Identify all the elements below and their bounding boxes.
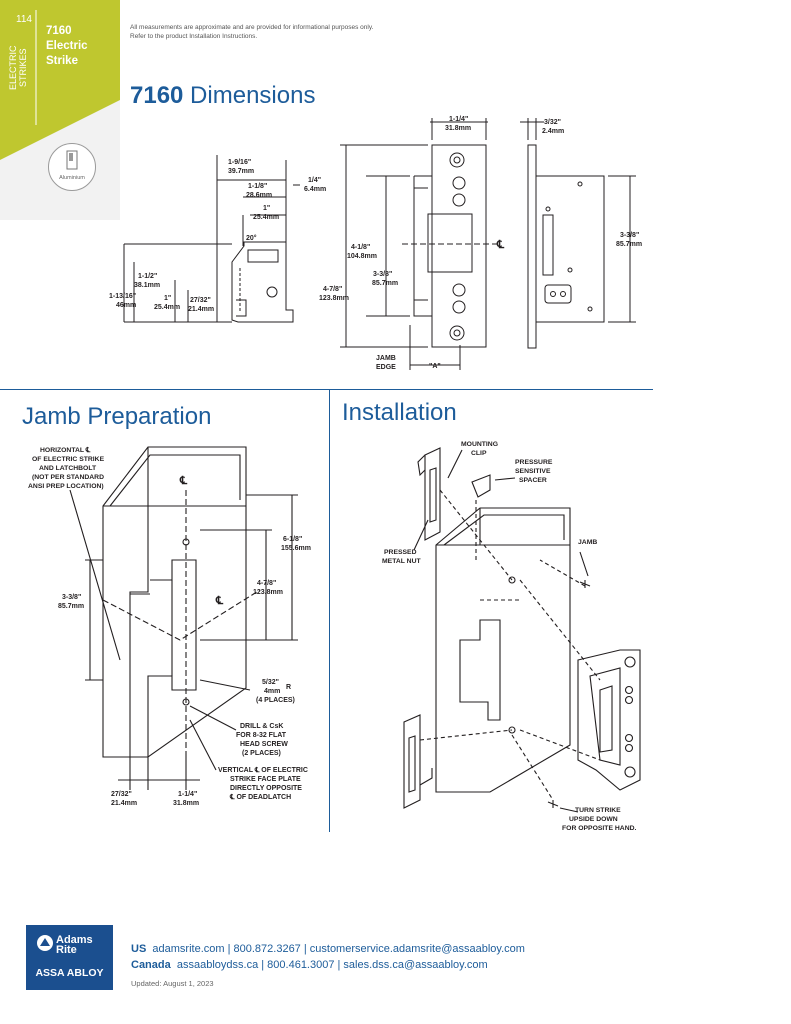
page-number: 114 <box>16 14 32 25</box>
side-lip-mm: 6.4mm <box>304 186 326 193</box>
back-height-mm: 85.7mm <box>616 241 642 248</box>
radius-places: (4 PLACES) <box>256 697 295 704</box>
spacer-1: PRESSURE <box>515 459 553 466</box>
jamb-edge-1: JAMB <box>376 355 396 362</box>
jamb-prep-title: Jamb Preparation <box>22 403 212 430</box>
side-total-mm: 46mm <box>116 302 136 309</box>
brand-name: Adams Rite <box>56 934 93 956</box>
vertical-note-1: VERTICAL ℄ OF ELECTRIC <box>218 766 308 774</box>
jamb-prep-drawing: HORIZONTAL ℄ OF ELECTRIC STRIKE AND LATC… <box>28 446 311 807</box>
vertical-note-2: STRIKE FACE PLATE <box>230 776 301 783</box>
mounting-clip-2: CLIP <box>471 450 487 457</box>
jamb-centerline-top: ℄ <box>179 475 188 487</box>
jamb-centerline-mid: ℄ <box>215 595 224 607</box>
section-divider-horizontal <box>0 389 653 390</box>
side-h3-mm: 21.4mm <box>188 306 214 313</box>
metal-nut-1: PRESSED <box>384 549 417 556</box>
vertical-note-3: DIRECTLY OPPOSITE <box>230 785 302 792</box>
horiz-note-5: ANSI PREP LOCATION) <box>28 483 104 490</box>
metal-nut-2: METAL NUT <box>382 558 421 565</box>
front-total-mm: 123.8mm <box>319 295 349 302</box>
disclaimer: All measurements are approximate and are… <box>130 24 374 40</box>
side-h1-in: 1-1/2" <box>138 273 157 280</box>
back-thickness-mm: 2.4mm <box>542 128 564 135</box>
side-inner-width-mm: 25.4mm <box>253 214 279 221</box>
drill-note-2: FOR 8-32 FLAT <box>236 732 287 739</box>
radius-r: R <box>286 684 291 691</box>
front-centerline: ℄ <box>496 239 505 251</box>
horiz-note-4: (NOT PER STANDARD <box>32 474 104 481</box>
horiz-note-3: AND LATCHBOLT <box>39 465 97 472</box>
installation-drawing: MOUNTING CLIP PRESSURE SENSITIVE SPACER … <box>382 441 641 832</box>
side-h2-in: 1" <box>164 295 171 302</box>
jamb-label: JAMB <box>578 539 597 546</box>
canada-contact-links[interactable]: assaabloydss.ca | 800.461.3007 | sales.d… <box>176 959 488 971</box>
adams-rite-mark-icon <box>37 935 53 951</box>
front-inner-mm: 85.7mm <box>372 280 398 287</box>
jamb-inner-in: 4-7/8" <box>257 580 276 587</box>
radius-mm: 4mm <box>264 688 280 695</box>
material-badge: Aluminium <box>48 143 96 191</box>
product-title: 7160 Electric Strike <box>46 25 88 67</box>
dimensions-title: 7160 Dimensions <box>130 82 316 109</box>
us-contact: US adamsrite.com | 800.872.3267 | custom… <box>131 943 525 955</box>
side-angle: 20° <box>246 234 257 242</box>
side-top-width-mm: 39.7mm <box>228 168 254 175</box>
material-label: Aluminium <box>59 175 85 181</box>
canada-contact: Canada assaabloydss.ca | 800.461.3007 | … <box>131 959 488 971</box>
jamb-edge-2: EDGE <box>376 364 396 371</box>
front-width-mm: 31.8mm <box>445 125 471 132</box>
mounting-clip-1: MOUNTING <box>461 441 498 448</box>
horiz-note-1: HORIZONTAL ℄ <box>40 446 91 454</box>
assa-abloy-logo: ASSA ABLOY <box>35 967 104 979</box>
side-total-in: 1-13/16" <box>109 293 136 300</box>
bottom-right-mm: 31.8mm <box>173 800 199 807</box>
dimensions-drawing: 1-9/16" 39.7mm 1-1/8" 28.6mm 1" 25.4mm 1… <box>109 116 642 371</box>
radius-in: 5/32" <box>262 679 279 686</box>
bottom-left-in: 27/32" <box>111 791 132 798</box>
jamb-outer-mm: 155.6mm <box>281 545 311 552</box>
vertical-note-4: ℄ OF DEADLATCH <box>229 793 291 801</box>
turn-note-2: UPSIDE DOWN <box>569 816 618 823</box>
section-divider-vertical <box>329 390 330 832</box>
jamb-left-dim-in: 3-3/8" <box>62 594 81 601</box>
jamb-left-dim-mm: 85.7mm <box>58 603 84 610</box>
brand-logo: Adams Rite ASSA ABLOY <box>26 925 113 990</box>
drill-note-4: (2 PLACES) <box>242 750 281 757</box>
turn-note-1: TURN STRIKE <box>575 807 621 814</box>
front-outer-in: 4-1/8" <box>351 244 370 251</box>
front-outer-mm: 104.8mm <box>347 253 377 260</box>
side-h1-mm: 38.1mm <box>134 282 160 289</box>
side-h2-mm: 25.4mm <box>154 304 180 311</box>
installation-title: Installation <box>342 399 457 426</box>
side-inner-width-in: 1" <box>263 205 270 212</box>
jamb-outer-in: 6-1/8" <box>283 536 302 543</box>
front-total-in: 4-7/8" <box>323 286 342 293</box>
side-lip-in: 1/4" <box>308 177 321 184</box>
bottom-right-in: 1-1/4" <box>178 791 197 798</box>
spacer-2: SENSITIVE <box>515 468 551 475</box>
spacer-3: SPACER <box>519 477 547 484</box>
side-top-width-in: 1-9/16" <box>228 159 251 166</box>
drill-note-3: HEAD SCREW <box>240 741 288 748</box>
drill-note-1: DRILL & CsK <box>240 723 283 730</box>
turn-note-3: FOR OPPOSITE HAND. <box>562 825 637 832</box>
category-label: ELECTRIC STRIKES <box>8 45 28 91</box>
updated-date: Updated: August 1, 2023 <box>131 979 214 988</box>
side-mid-width-mm: 28.6mm <box>246 192 272 199</box>
bottom-left-mm: 21.4mm <box>111 800 137 807</box>
door-icon <box>66 150 78 170</box>
back-thickness-in: 3/32" <box>544 119 561 126</box>
side-mid-width-in: 1-1/8" <box>248 183 267 190</box>
back-height-in: 3-3/8" <box>620 232 639 239</box>
front-width-in: 1-1/4" <box>449 116 468 123</box>
us-contact-links[interactable]: adamsrite.com | 800.872.3267 | customers… <box>152 943 525 955</box>
horiz-note-2: OF ELECTRIC STRIKE <box>32 456 105 463</box>
front-inner-in: 3-3/8" <box>373 271 392 278</box>
jamb-inner-mm: 123.8mm <box>253 589 283 596</box>
side-h3-in: 27/32" <box>190 297 211 304</box>
front-a-label: "A" <box>429 363 441 370</box>
